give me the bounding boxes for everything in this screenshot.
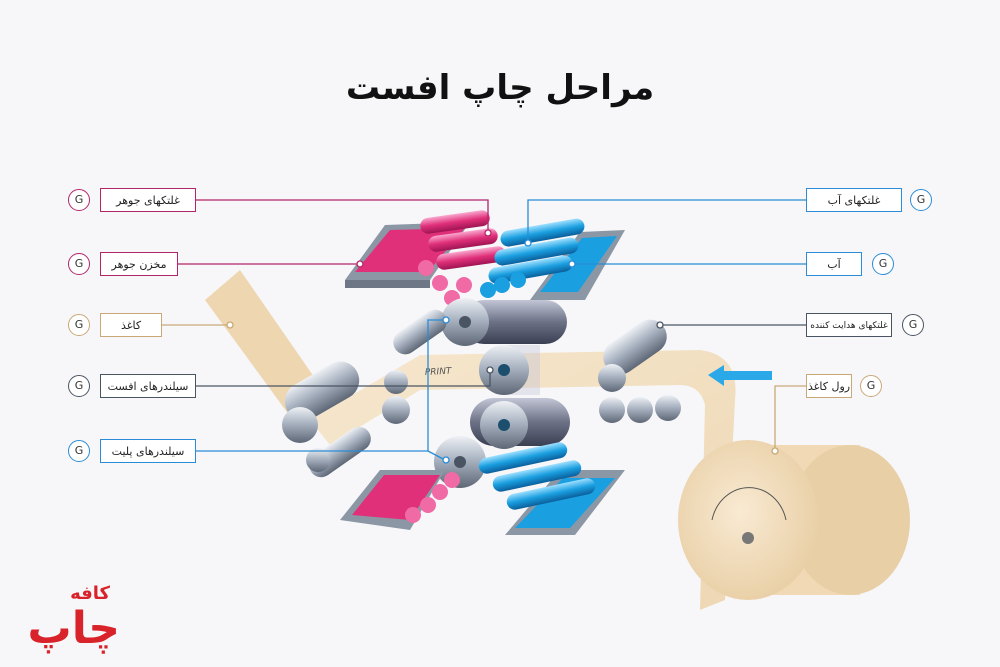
top-offset-cylinder [479, 345, 540, 395]
top-ink-unit [345, 210, 506, 306]
guide-roller-6 [599, 395, 681, 423]
g-marker-ink-rollers: G [68, 189, 90, 211]
logo-sub-text: کافه [70, 583, 110, 604]
print-text: PRINT [425, 367, 454, 378]
label-ink-rollers: غلتکهای جوهر [100, 188, 196, 212]
label-water-rollers: غلتکهای آب [806, 188, 902, 212]
paper-web-main [310, 350, 736, 610]
bottom-ink-unit [340, 470, 460, 530]
bottom-offset-cylinder [470, 398, 570, 449]
label-offset-cylinders: سیلندرهای افست [100, 374, 196, 398]
g-marker-water-rollers: G [910, 189, 932, 211]
label-water: آب [806, 252, 862, 276]
g-marker-paper: G [68, 314, 90, 336]
brand-logo: کافه چاپ [10, 585, 120, 655]
guide-roller-3 [382, 396, 410, 424]
top-water-unit [480, 218, 625, 300]
guide-roller-4 [306, 426, 371, 478]
label-guide-rollers: غلتکهای هدایت کننده [806, 313, 892, 337]
guide-roller-5 [598, 319, 667, 392]
label-plate-cylinders: سیلندرهای پلیت [100, 439, 196, 463]
g-marker-water: G [872, 253, 894, 275]
label-paper: کاغذ [100, 313, 162, 337]
top-plate-cylinder [441, 298, 567, 346]
g-marker-plate-cylinders: G [68, 440, 90, 462]
direction-arrow [708, 365, 772, 386]
guide-roller-2 [384, 309, 447, 394]
g-marker-paper-roll: G [860, 375, 882, 397]
g-marker-guide-rollers: G [902, 314, 924, 336]
guide-roller-1 [282, 361, 360, 443]
bottom-plate-cylinder [434, 436, 486, 488]
g-marker-offset-cylinders: G [68, 375, 90, 397]
bottom-water-unit [478, 442, 625, 535]
leader-lines [162, 199, 806, 464]
label-ink-reservoir: مخزن جوهر [100, 252, 178, 276]
page-title: مراحل چاپ افست [345, 68, 655, 108]
paper-roll [678, 440, 910, 600]
logo-main-text: چاپ [27, 603, 120, 654]
label-paper-roll: رول کاغذ [806, 374, 852, 398]
g-marker-ink-reservoir: G [68, 253, 90, 275]
